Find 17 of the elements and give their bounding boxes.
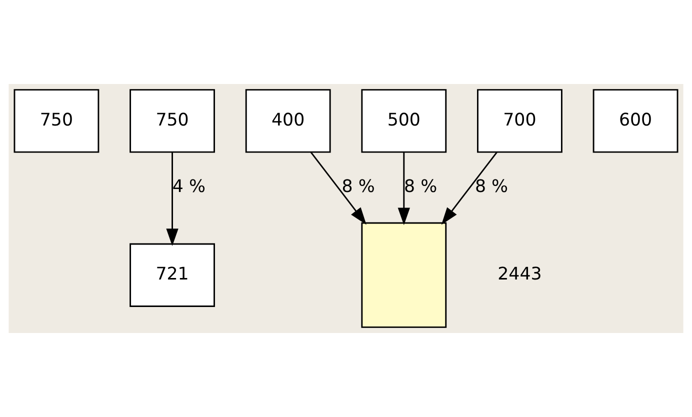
node-box: 600 — [592, 89, 678, 153]
arrow — [166, 152, 178, 246]
arrow — [310, 152, 366, 225]
node-box: 500 — [361, 89, 447, 153]
edge-label: 8 % — [342, 176, 375, 197]
label: 2443 — [498, 264, 542, 285]
node-box: 700 — [477, 89, 562, 153]
node-box: 750 — [130, 89, 215, 153]
edge-label: 8 % — [404, 176, 438, 197]
node-box: 721 — [130, 243, 215, 307]
node-box — [361, 222, 447, 328]
arrow — [398, 152, 410, 226]
edge-label: 4 % — [172, 176, 206, 197]
arrow — [441, 152, 498, 225]
node-box: 400 — [245, 89, 331, 153]
edge-label: 8 % — [474, 176, 508, 197]
node-box: 750 — [14, 89, 100, 153]
